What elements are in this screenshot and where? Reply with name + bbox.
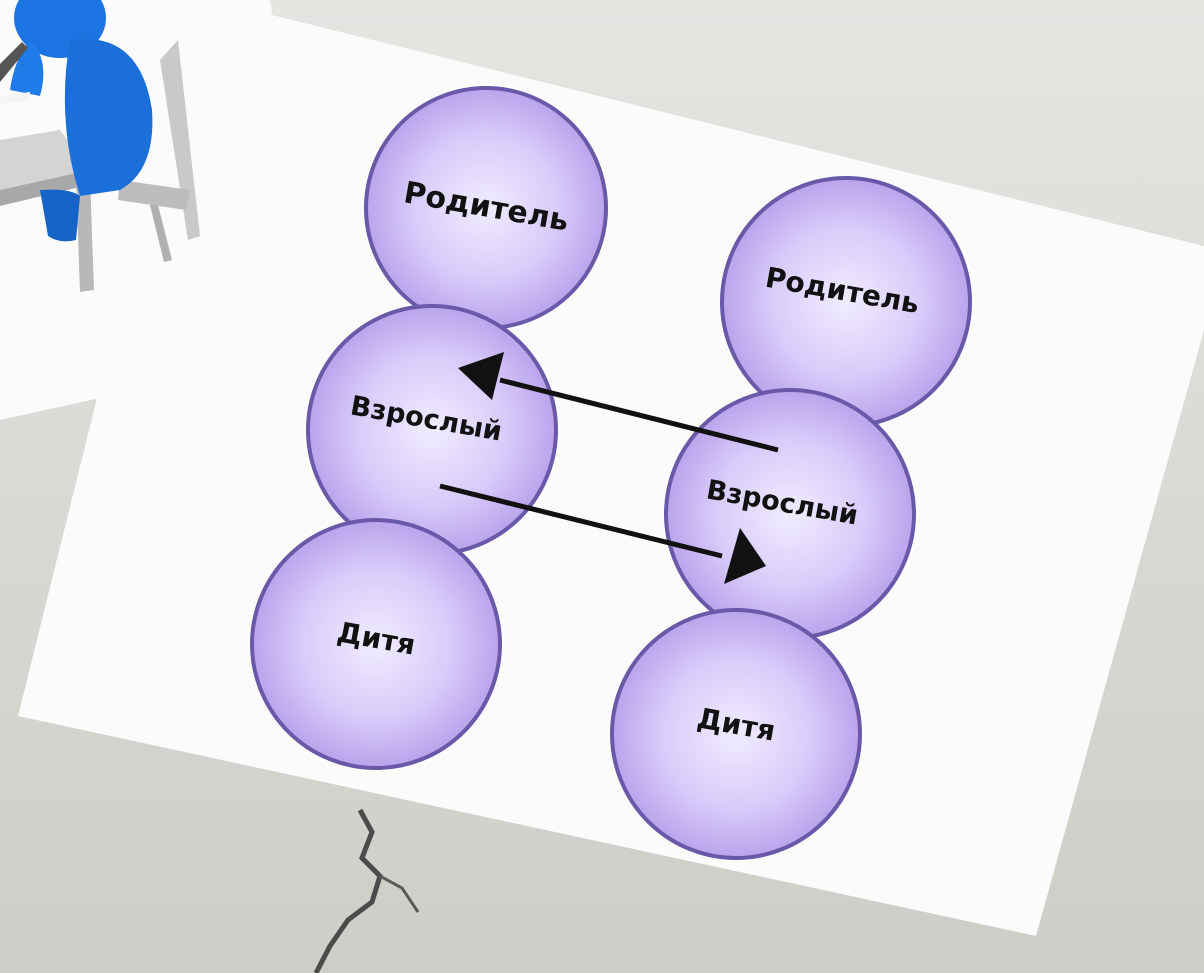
arrow-right-to-left <box>458 352 779 453</box>
arrow-left-to-right <box>439 483 766 584</box>
crack-branch <box>379 874 420 913</box>
left-parent-node: Родитель <box>364 86 608 330</box>
right-child-node: Дитя <box>610 608 862 860</box>
crack-line <box>313 808 383 973</box>
right-parent-node: Родитель <box>720 176 972 428</box>
illustration-card <box>0 0 272 420</box>
right-adult-node: Взрослый <box>664 388 916 640</box>
left-adult-node: Взрослый <box>306 304 558 556</box>
transactional-diagram: Родитель Взрослый Дитя Родитель Взрослый… <box>250 86 972 860</box>
left-child-node: Дитя <box>250 518 502 770</box>
person-at-desk-illustration <box>0 0 200 292</box>
